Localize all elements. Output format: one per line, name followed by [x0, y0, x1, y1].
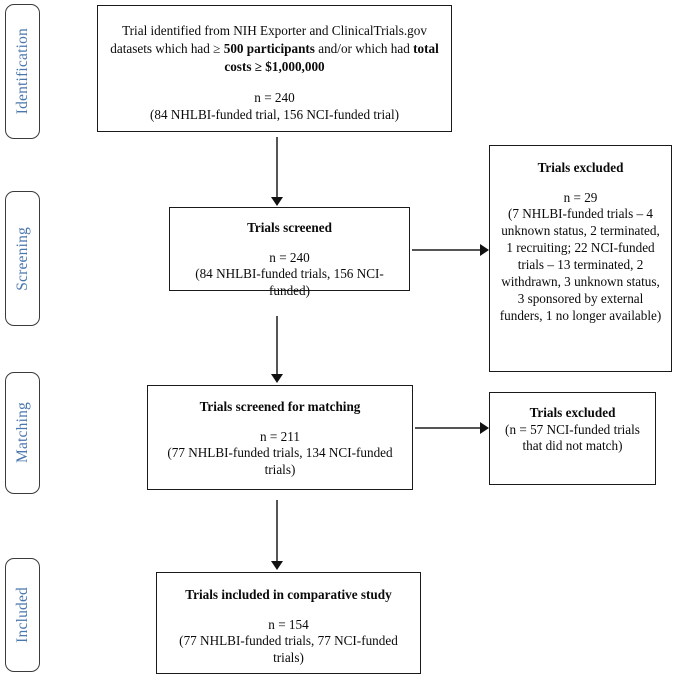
- stage-label-identification: Identification: [5, 4, 40, 139]
- connector-matching-to-included-arrowhead: [271, 561, 283, 570]
- connector-matching-to-excluded-line: [415, 427, 482, 429]
- node-trials-screened-for-matching-title: Trials screened for matching: [199, 399, 361, 414]
- node-trials-included-title: Trials included in comparative study: [185, 587, 392, 602]
- node-trials-screened-for-matching: Trials screened for matching n = 211 (77…: [147, 385, 413, 490]
- node-trials-identified-breakdown: (84 NHLBI-funded trial, 156 NCI-funded t…: [149, 106, 400, 122]
- node-trials-identified-count: n = 240: [254, 89, 295, 105]
- stage-label-included: Included: [5, 558, 40, 672]
- node-trials-included-count: n = 154: [268, 616, 309, 632]
- node-trials-excluded-matching: Trials excluded (n = 57 NCI-funded trial…: [489, 392, 656, 485]
- node-trials-screened-for-matching-count: n = 211: [260, 428, 300, 444]
- connector-matching-to-included-line: [276, 500, 278, 563]
- connector-identification-to-screened-line: [276, 137, 278, 199]
- connector-screened-to-excluded-line: [412, 249, 482, 251]
- node-trials-identified: Trial identified from NIH Exporter and C…: [97, 5, 452, 132]
- node-trials-identified-lead: Trial identified from NIH Exporter and C…: [110, 22, 440, 77]
- node-trials-excluded-matching-title: Trials excluded: [529, 405, 616, 420]
- lead-text-part2: and/or which had: [314, 41, 414, 57]
- stage-label-included-text: Included: [13, 587, 31, 643]
- connector-screened-to-matching-line: [276, 316, 278, 376]
- node-trials-excluded-screening-title: Trials excluded: [537, 160, 624, 175]
- node-trials-included: Trials included in comparative study n =…: [156, 572, 421, 674]
- stage-label-matching: Matching: [5, 372, 40, 494]
- connector-matching-to-excluded-arrowhead: [480, 422, 489, 434]
- node-trials-screened-breakdown: (84 NHLBI-funded trials, 156 NCI-funded): [195, 266, 384, 299]
- stage-label-identification-text: Identification: [13, 28, 31, 115]
- lead-text-part1: Trial identified from NIH Exporter and C…: [110, 23, 427, 57]
- node-trials-excluded-screening-breakdown: (7 NHLBI-funded trials – 4 unknown statu…: [499, 206, 662, 323]
- node-trials-screened-for-matching-breakdown: (77 NHLBI-funded trials, 134 NCI-funded …: [167, 445, 393, 478]
- lead-bold-participants: 500 participants: [223, 41, 315, 57]
- node-trials-screened: Trials screened n = 240 (84 NHLBI-funded…: [169, 207, 410, 298]
- lead-bold-total-costs: total costs ≥ $1,000,000: [224, 41, 439, 75]
- node-trials-excluded-screening: Trials excluded n = 29 (7 NHLBI-funded t…: [489, 145, 672, 372]
- stage-label-screening: Screening: [5, 191, 40, 326]
- node-trials-excluded-matching-breakdown: (n = 57 NCI-funded trials that did not m…: [505, 421, 640, 454]
- node-trials-excluded-screening-count: n = 29: [563, 189, 598, 205]
- node-trials-screened-count: n = 240: [269, 249, 310, 265]
- node-trials-screened-title: Trials screened: [247, 220, 332, 235]
- node-trials-included-breakdown: (77 NHLBI-funded trials, 77 NCI-funded t…: [179, 633, 398, 666]
- stage-label-matching-text: Matching: [13, 402, 31, 464]
- stage-label-screening-text: Screening: [13, 226, 31, 291]
- connector-identification-to-screened-arrowhead: [271, 197, 283, 206]
- connector-screened-to-excluded-arrowhead: [480, 244, 489, 256]
- connector-screened-to-matching-arrowhead: [271, 374, 283, 383]
